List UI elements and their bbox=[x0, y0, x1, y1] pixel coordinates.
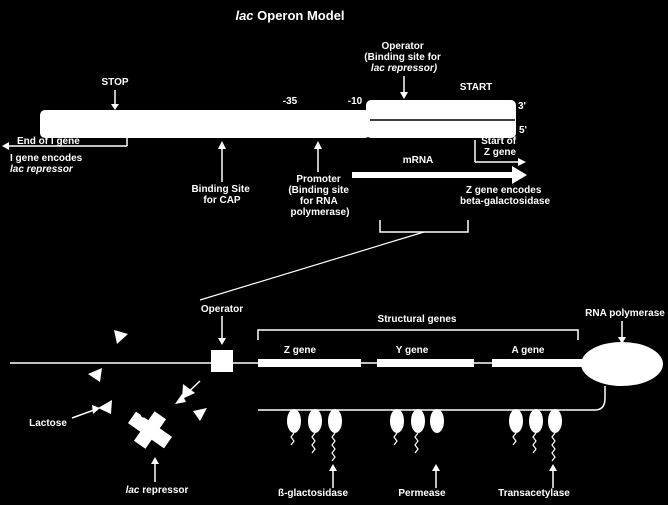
beta-gal-pointer-head bbox=[329, 464, 337, 471]
minus-35-label: -35 bbox=[283, 96, 298, 107]
zoom-bracket bbox=[379, 220, 469, 233]
lactose-triangle bbox=[98, 400, 112, 414]
operator-site-arrowhead bbox=[400, 92, 408, 99]
lac-repressor-label: lac repressor bbox=[126, 485, 189, 496]
five-prime-label: 5' bbox=[519, 125, 527, 136]
repressor-notch bbox=[140, 411, 147, 418]
mrna-label: mRNA bbox=[403, 155, 434, 166]
lactose-molecules bbox=[88, 330, 207, 421]
polypeptide-chain bbox=[551, 432, 556, 462]
ribosome bbox=[430, 409, 444, 433]
polypeptide-chain bbox=[311, 432, 316, 454]
dna-operator-segment bbox=[366, 100, 516, 138]
promoter-arrowhead bbox=[314, 141, 322, 149]
y-gene-bar bbox=[377, 359, 474, 367]
lac-repressor-pointer-head bbox=[151, 457, 159, 464]
repressor-arrowhead bbox=[175, 394, 186, 404]
zoom-connector-line bbox=[199, 231, 425, 301]
operator-label: Operator bbox=[201, 304, 243, 315]
ribosome-group-transacetylase bbox=[509, 409, 562, 462]
ribosome bbox=[328, 409, 342, 433]
ribosome-group-permease bbox=[390, 409, 444, 454]
polypeptide-chain bbox=[532, 432, 537, 454]
end-of-i-gene-label: End of I gene bbox=[17, 136, 80, 147]
z-gene-encodes-label: Z gene encodes beta-galactosidase bbox=[460, 185, 550, 207]
polypeptide-chain bbox=[414, 432, 419, 454]
operator-box bbox=[211, 350, 233, 372]
rna-polymerase-label: RNA polymerase bbox=[585, 308, 665, 319]
rna-polymerase-ellipse bbox=[581, 342, 663, 386]
a-gene-bar bbox=[492, 359, 585, 367]
operator-pointer-head bbox=[218, 338, 226, 345]
start-z-arrowhead bbox=[518, 158, 526, 166]
rna-polymerase-pointer-head bbox=[618, 337, 626, 344]
dna-double-strand bbox=[40, 100, 516, 138]
z-gene-bar bbox=[258, 359, 361, 367]
transacetylase-pointer-head bbox=[549, 464, 557, 471]
stop-arrowhead bbox=[111, 104, 119, 110]
ribosome bbox=[529, 409, 543, 433]
lactose-triangle bbox=[193, 408, 207, 421]
promoter-label: Promoter (Binding site for RNA polymeras… bbox=[288, 174, 351, 218]
polypeptide-chain bbox=[331, 432, 336, 462]
transcribed-mrna bbox=[258, 386, 606, 411]
structural-genes-label: Structural genes bbox=[378, 314, 457, 325]
start-label: START bbox=[460, 82, 493, 93]
lactose-pointer bbox=[71, 409, 95, 419]
mrna-arrow bbox=[352, 166, 527, 184]
a-gene-label: A gene bbox=[512, 345, 545, 356]
diagram-title: lac Operon Model bbox=[235, 8, 344, 23]
lactose-triangle bbox=[114, 330, 128, 344]
y-gene-label: Y gene bbox=[396, 345, 429, 356]
three-prime-label: 3' bbox=[518, 101, 526, 112]
ribosome bbox=[509, 409, 523, 433]
minus-10-label: -10 bbox=[348, 96, 363, 107]
stop-label: STOP bbox=[101, 77, 128, 88]
ribosome bbox=[411, 409, 425, 433]
ribosome bbox=[548, 409, 562, 433]
ribosome-group-beta-galactosidase bbox=[287, 409, 342, 462]
lac-repressor-shape bbox=[127, 411, 173, 449]
structural-genes-bracket bbox=[257, 329, 579, 340]
lactose-triangle bbox=[88, 368, 102, 382]
cap-binding-site-label: Binding Site for CAP bbox=[191, 184, 252, 206]
z-gene-label: Z gene bbox=[284, 345, 317, 356]
cap-site-arrowhead bbox=[218, 141, 226, 149]
lactose-pointer-head bbox=[92, 405, 100, 414]
start-of-z-gene-label: Start of Z gene bbox=[481, 136, 519, 158]
polypeptide-chain bbox=[512, 432, 517, 446]
polypeptide-chain bbox=[393, 432, 398, 446]
transacetylase-label: Transacetylase bbox=[498, 488, 570, 499]
ribosome bbox=[308, 409, 322, 433]
beta-galactosidase-label: ß-glactosidase bbox=[278, 488, 348, 499]
i-gene-encodes-label: I gene encodes lac repressor bbox=[10, 153, 85, 175]
operator-site-label: Operator (Binding site for lac repressor… bbox=[364, 41, 443, 74]
permease-pointer-head bbox=[432, 464, 440, 471]
dna-left-segment bbox=[40, 110, 370, 138]
polypeptide-chain bbox=[290, 432, 295, 446]
repressor-bar-vertical bbox=[133, 411, 167, 449]
end-i-gene-arrowhead bbox=[2, 142, 9, 150]
permease-label: Permease bbox=[398, 488, 446, 499]
ribosome bbox=[390, 409, 404, 433]
lactose-label: Lactose bbox=[29, 418, 67, 429]
ribosome bbox=[287, 409, 301, 433]
